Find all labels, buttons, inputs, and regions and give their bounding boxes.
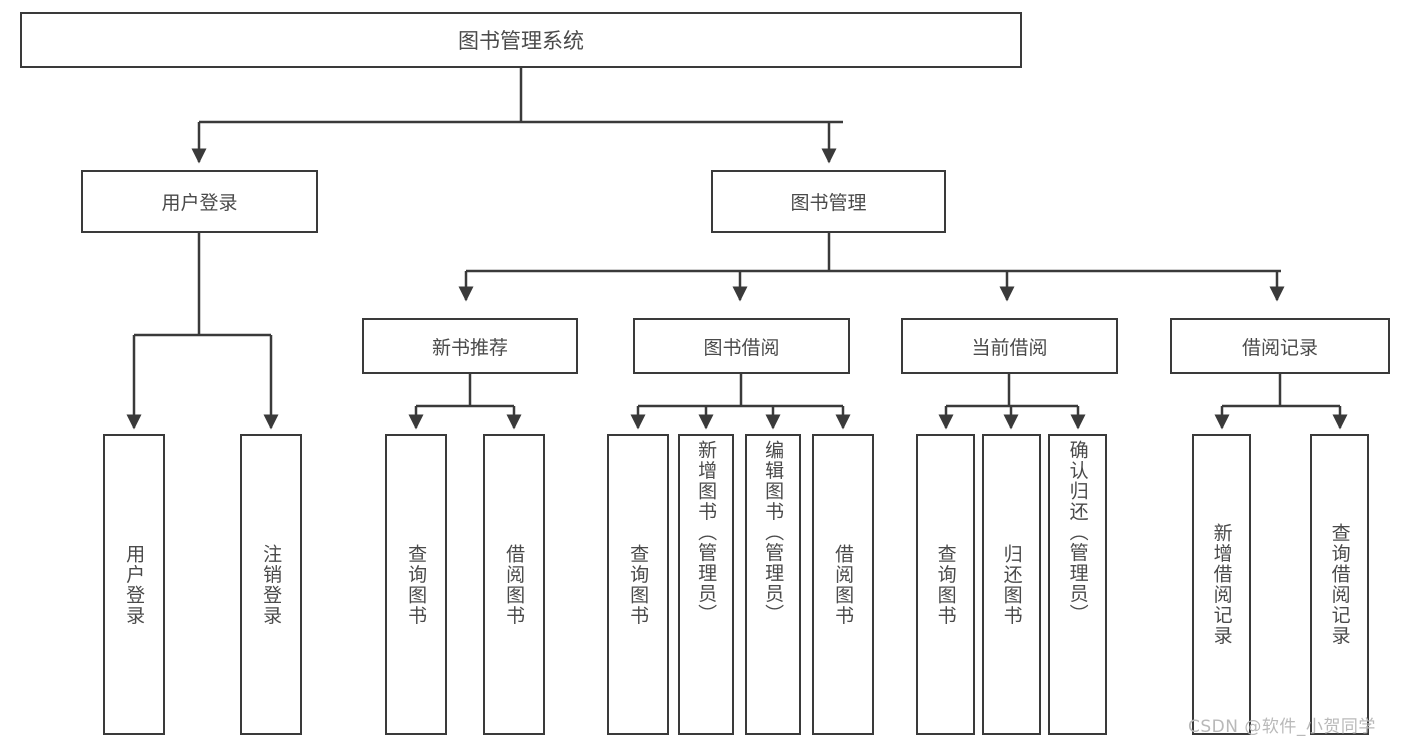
leaf-logout-label: 注销登录 xyxy=(260,543,283,626)
node-current-borrow-label: 当前借阅 xyxy=(971,336,1048,359)
node-book-borrow[interactable]: 图书借阅 xyxy=(633,318,850,374)
leaf-borrow-book-recommend-label: 借阅图书 xyxy=(503,543,526,626)
node-new-book-recommend-label: 新书推荐 xyxy=(431,336,508,359)
node-current-borrow[interactable]: 当前借阅 xyxy=(901,318,1118,374)
leaf-query-book-recommend-label: 查询图书 xyxy=(405,543,428,626)
node-book-borrow-label: 图书借阅 xyxy=(703,336,780,359)
node-user-login[interactable]: 用户登录 xyxy=(81,170,318,233)
leaf-query-book-recommend[interactable]: 查询图书 xyxy=(385,434,447,735)
leaf-query-book-borrow[interactable]: 查询图书 xyxy=(607,434,669,735)
leaf-return-book-label: 归还图书 xyxy=(1000,543,1023,626)
leaf-return-book[interactable]: 归还图书 xyxy=(982,434,1041,735)
node-root[interactable]: 图书管理系统 xyxy=(20,12,1022,68)
node-borrow-record[interactable]: 借阅记录 xyxy=(1170,318,1390,374)
watermark-text: CSDN @软件_小贺同学 xyxy=(1188,717,1376,737)
leaf-query-book-current-label: 查询图书 xyxy=(934,543,957,626)
leaf-user-login[interactable]: 用户登录 xyxy=(103,434,165,735)
leaf-add-book-admin[interactable]: 新增图书（管理员） xyxy=(678,434,734,735)
leaf-edit-book-admin[interactable]: 编辑图书（管理员） xyxy=(745,434,801,735)
leaf-borrow-book-recommend[interactable]: 借阅图书 xyxy=(483,434,545,735)
leaf-add-borrow-record[interactable]: 新增借阅记录 xyxy=(1192,434,1251,735)
leaf-add-book-admin-label: 新增图书（管理员） xyxy=(695,440,718,625)
leaf-confirm-return-admin-label: 确认归还（管理员） xyxy=(1066,440,1089,625)
leaf-query-book-current[interactable]: 查询图书 xyxy=(916,434,975,735)
leaf-user-login-label: 用户登录 xyxy=(123,543,146,626)
leaf-borrow-book[interactable]: 借阅图书 xyxy=(812,434,874,735)
leaf-query-book-borrow-label: 查询图书 xyxy=(627,543,650,626)
node-user-login-label: 用户登录 xyxy=(161,192,238,214)
leaf-logout[interactable]: 注销登录 xyxy=(240,434,302,735)
leaf-edit-book-admin-label: 编辑图书（管理员） xyxy=(762,440,785,625)
leaf-borrow-book-label: 借阅图书 xyxy=(832,543,855,626)
node-book-management-label: 图书管理 xyxy=(790,192,867,214)
node-new-book-recommend[interactable]: 新书推荐 xyxy=(362,318,578,374)
node-borrow-record-label: 借阅记录 xyxy=(1241,336,1318,359)
leaf-query-borrow-record[interactable]: 查询借阅记录 xyxy=(1310,434,1369,735)
leaf-confirm-return-admin[interactable]: 确认归还（管理员） xyxy=(1048,434,1107,735)
leaf-add-borrow-record-label: 新增借阅记录 xyxy=(1210,523,1233,646)
node-book-management[interactable]: 图书管理 xyxy=(711,170,946,233)
node-root-label: 图书管理系统 xyxy=(458,29,584,53)
leaf-query-borrow-record-label: 查询借阅记录 xyxy=(1328,523,1351,646)
